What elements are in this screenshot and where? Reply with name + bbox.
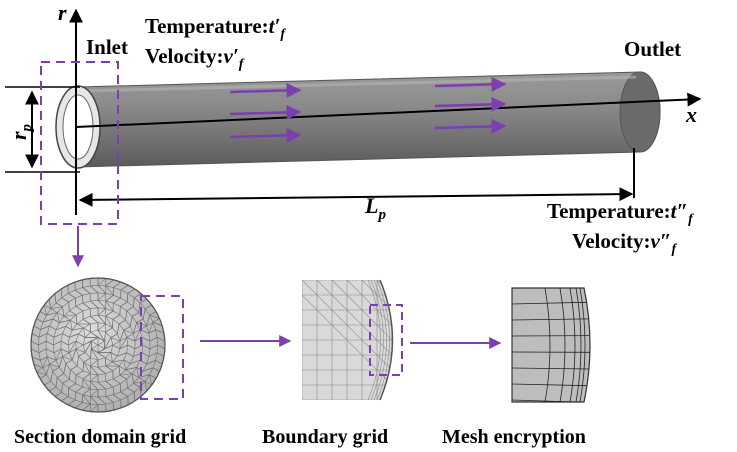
- caption-mesh-encryption: Mesh encryption: [442, 426, 586, 448]
- pipe: [55, 71, 661, 169]
- flow-arrow: [434, 76, 507, 92]
- inlet-velocity: Velocity:v′f: [145, 44, 245, 72]
- caption-section-domain-grid: Section domain grid: [14, 426, 186, 448]
- inlet-temperature: Temperature:t′f: [145, 14, 286, 42]
- boundary-selection-box: [369, 304, 403, 376]
- radius-dimension: rp: [5, 86, 80, 173]
- inlet-label: Inlet: [86, 35, 128, 59]
- outlet-temperature: Temperature:t″f: [547, 199, 694, 227]
- axes: r x: [58, 0, 702, 215]
- caption-boundary-grid: Boundary grid: [262, 426, 388, 448]
- flow-arrow: [229, 104, 302, 120]
- length-label: Lp: [364, 193, 386, 223]
- flow-arrow: [229, 127, 302, 143]
- flow-arrow: [434, 118, 507, 134]
- flow-arrows: [229, 76, 507, 143]
- length-dimension: Lp: [78, 148, 635, 223]
- x-axis-label: x: [685, 102, 697, 127]
- radius-label: rp: [6, 123, 35, 140]
- boundary-grid: [302, 279, 394, 401]
- mesh-encryption: [511, 287, 591, 403]
- r-axis-label: r: [58, 0, 67, 25]
- flow-arrow: [434, 96, 507, 112]
- section-domain-grid: [30, 277, 166, 413]
- inlet-selection: [40, 61, 119, 268]
- outlet-velocity: Velocity:v″f: [572, 229, 677, 257]
- flow-arrow: [229, 82, 302, 98]
- section-selection-box: [140, 295, 184, 400]
- outlet-label: Outlet: [624, 37, 681, 61]
